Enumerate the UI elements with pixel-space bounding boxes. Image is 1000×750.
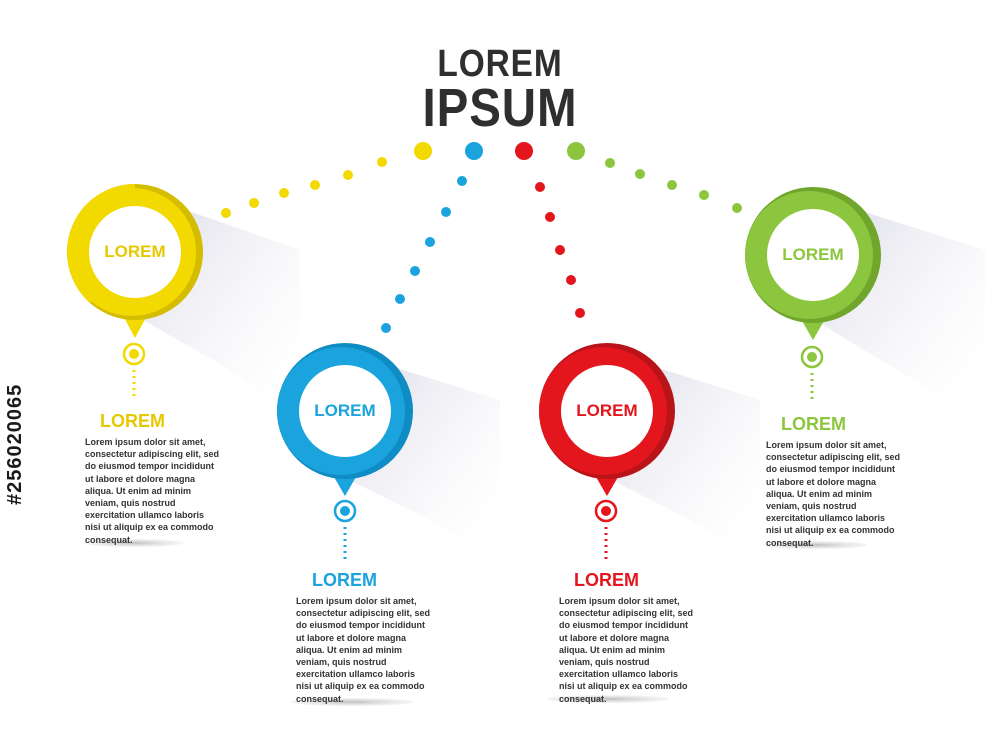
step-body-4: Lorem ipsum dolor sit amet, consectetur … <box>766 440 901 548</box>
target-outer <box>594 499 618 523</box>
path-dot <box>575 308 585 318</box>
pin-inner-disc <box>767 209 859 301</box>
top-dots <box>414 142 585 160</box>
path-dot <box>457 176 467 186</box>
target-inner <box>340 506 350 516</box>
pin-inner-disc <box>89 206 181 298</box>
title-line-1: LOREM <box>437 43 563 85</box>
dotted-path-red <box>535 182 585 318</box>
floor-shadow-3 <box>546 695 670 703</box>
path-dot <box>310 180 320 190</box>
path-dot <box>667 180 677 190</box>
step-body-2: Lorem ipsum dolor sit amet, consectetur … <box>296 596 431 704</box>
step-body-3: Lorem ipsum dolor sit amet, consectetur … <box>559 596 694 704</box>
path-dot <box>425 237 435 247</box>
path-dot <box>566 275 576 285</box>
pin-blue <box>277 343 413 560</box>
path-dot <box>377 157 387 167</box>
pin-green <box>745 187 881 403</box>
step-title-3: LOREM <box>574 570 639 590</box>
pin-label-2: LOREM <box>314 401 376 420</box>
path-dot <box>249 198 259 208</box>
target-inner <box>601 506 611 516</box>
floor-shadow-4 <box>763 541 867 549</box>
path-dot <box>381 323 391 333</box>
floor-shadow-1 <box>83 539 183 547</box>
path-dot <box>279 188 289 198</box>
top-dot-green <box>567 142 585 160</box>
path-dot <box>555 245 565 255</box>
top-dot-red <box>515 142 533 160</box>
target-inner <box>129 349 139 359</box>
step-title-1: LOREM <box>100 411 165 431</box>
path-dot <box>545 212 555 222</box>
path-dot <box>605 158 615 168</box>
pin-inner-disc <box>299 365 391 457</box>
target-outer <box>333 499 357 523</box>
pin-red <box>539 343 675 560</box>
pin-label-3: LOREM <box>576 401 638 420</box>
target-outer <box>122 342 146 366</box>
top-dot-blue <box>465 142 483 160</box>
pin-inner-disc <box>561 365 653 457</box>
title-line-2: IPSUM <box>422 78 578 138</box>
path-dot <box>410 266 420 276</box>
pin-label-1: LOREM <box>104 242 166 261</box>
step-title-2: LOREM <box>312 570 377 590</box>
step-title-4: LOREM <box>781 414 846 434</box>
floor-shadow-2 <box>290 698 414 706</box>
pin-label-4: LOREM <box>782 245 844 264</box>
path-dot <box>441 207 451 217</box>
path-dot <box>699 190 709 200</box>
stock-watermark: #256020065 <box>4 383 26 505</box>
path-dot <box>221 208 231 218</box>
floor-shadows <box>83 539 867 706</box>
step-body-1: Lorem ipsum dolor sit amet, consectetur … <box>85 437 220 545</box>
path-dot <box>343 170 353 180</box>
pin-yellow <box>66 183 203 400</box>
dotted-path-green <box>605 158 742 213</box>
dotted-path-yellow <box>221 157 387 218</box>
path-dot <box>395 294 405 304</box>
dotted-path-blue <box>381 176 467 333</box>
target-inner <box>807 352 817 362</box>
target-outer <box>800 345 824 369</box>
top-dot-yellow <box>414 142 432 160</box>
path-dot <box>635 169 645 179</box>
path-dot <box>535 182 545 192</box>
path-dot <box>732 203 742 213</box>
